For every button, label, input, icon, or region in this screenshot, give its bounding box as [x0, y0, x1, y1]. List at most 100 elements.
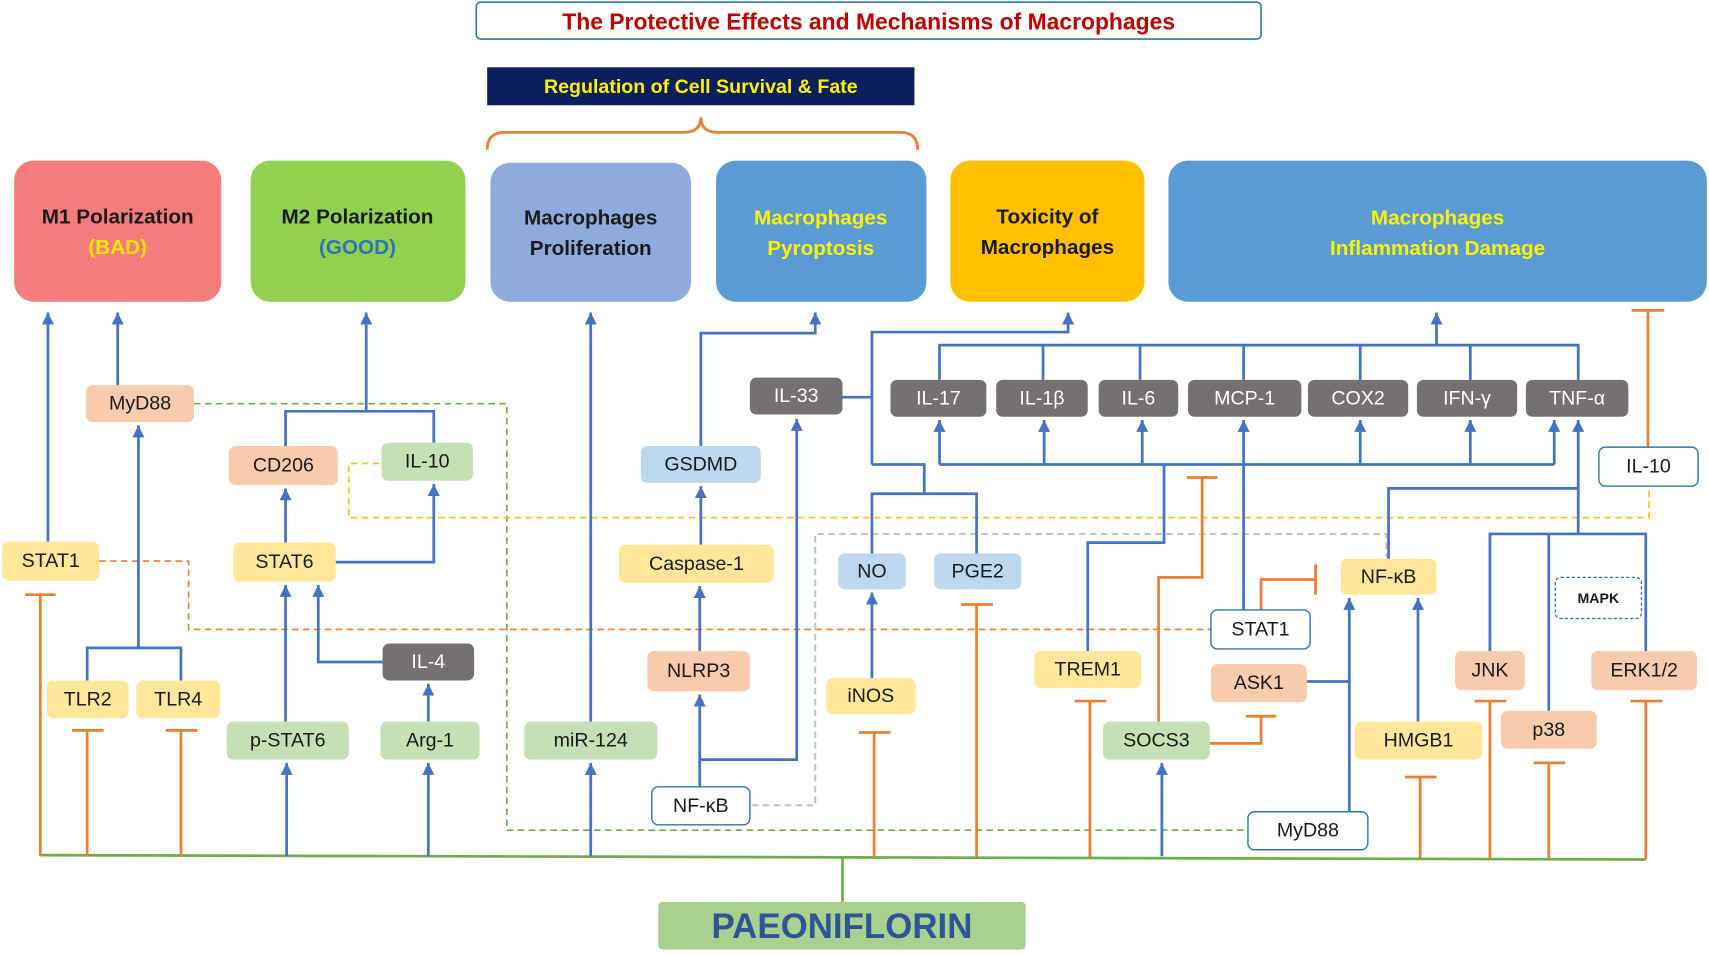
- link-nfkb-to-tnfa: [1387, 486, 1579, 559]
- node-tlr4: TLR4: [136, 680, 221, 719]
- arrow-tlr-to-myd88: [85, 425, 183, 681]
- node-label: IFN-γ: [1443, 387, 1491, 409]
- node-label: STAT1: [1231, 618, 1289, 640]
- node-cd206: CD206: [228, 446, 338, 486]
- node-label: TREM1: [1055, 659, 1121, 681]
- inhibit-socs3-on-ask1: [1209, 714, 1277, 745]
- node-stat1-left: STAT1: [2, 541, 100, 581]
- inhibit-stat1-on-nfkb: [1259, 564, 1317, 610]
- dashed-il10-link: [347, 462, 1650, 519]
- dashed-myd88-link: [194, 402, 1248, 832]
- node-label: IL-10: [405, 451, 450, 473]
- node-stat6: STAT6: [233, 542, 336, 582]
- title-box: The Protective Effects and Mechanisms of…: [475, 1, 1262, 40]
- inhibit-hmgb1: [1404, 775, 1437, 859]
- node-il4: IL-4: [382, 643, 475, 681]
- outcome-label: Macrophages: [1371, 207, 1504, 230]
- regulation-bracket: [485, 117, 920, 150]
- node-label: p-STAT6: [250, 730, 326, 752]
- node-il1b: IL-1β: [996, 379, 1088, 417]
- node-il10-green: IL-10: [381, 442, 474, 481]
- node-label: TLR2: [64, 688, 112, 710]
- inhibit-trem1: [1074, 699, 1107, 858]
- arrow-gsdmd-to-pyroptosis: [699, 312, 822, 447]
- node-nlrp3: NLRP3: [647, 651, 750, 692]
- node-trem1: TREM1: [1034, 651, 1142, 689]
- node-myd88-bottom: MyD88: [1247, 811, 1369, 851]
- node-label: MAPK: [1578, 590, 1620, 606]
- outcome-pyroptosis: Macrophages Pyroptosis: [716, 160, 927, 302]
- node-label: HMGB1: [1384, 730, 1454, 752]
- node-label: NO: [857, 560, 886, 582]
- node-il17: IL-17: [890, 379, 987, 417]
- node-nfkb-bottom: NF-κB: [651, 786, 751, 826]
- node-label: NF-κB: [673, 795, 729, 817]
- arrow-cytokines-to-inflammation: [938, 313, 1580, 380]
- arrow-il33-to-toxicity: [842, 313, 1069, 465]
- node-label: SOCS3: [1123, 730, 1190, 752]
- regulation-label: Regulation of Cell Survival & Fate: [544, 76, 858, 98]
- inhibit-socs3-on-cytokines: [1157, 476, 1218, 722]
- node-il6: IL-6: [1098, 379, 1179, 417]
- outcome-label: M1 Polarization: [42, 206, 194, 229]
- node-label: miR-124: [554, 730, 628, 752]
- arrow-mapk-to-tnfa: [1488, 420, 1648, 711]
- drug-label: PAEONIFLORIN: [712, 907, 973, 946]
- node-jnk: JNK: [1455, 651, 1525, 691]
- node-label: IL-1β: [1019, 387, 1064, 409]
- outcome-sublabel: (BAD): [88, 236, 147, 259]
- inhibit-stat1: [25, 593, 56, 857]
- outcome-sublabel: Macrophages: [981, 236, 1114, 259]
- node-stat1-white: STAT1: [1210, 609, 1311, 650]
- node-label: p38: [1532, 719, 1565, 741]
- arrow-markers-to-m2: [284, 313, 436, 447]
- node-erk12: ERK1/2: [1591, 651, 1698, 691]
- node-arg1: Arg-1: [380, 721, 480, 760]
- node-cox2: COX2: [1307, 379, 1409, 417]
- outcome-inflammation-damage: Macrophages Inflammation Damage: [1168, 160, 1707, 302]
- outcome-sublabel: (GOOD): [319, 236, 396, 259]
- outcome-m2-polarization: M2 Polarization (GOOD): [250, 160, 466, 302]
- node-label: COX2: [1331, 387, 1384, 409]
- node-label: CD206: [253, 455, 314, 477]
- inhibit-inos: [858, 731, 891, 858]
- node-nfkb-right: NF-κB: [1340, 558, 1437, 595]
- arrow-myd88-ask1-to-nfkb: [1306, 598, 1350, 812]
- outcome-label: Toxicity of: [996, 206, 1098, 229]
- outcome-sublabel: Proliferation: [530, 237, 652, 260]
- node-label: NF-κB: [1361, 566, 1417, 588]
- node-no: NO: [838, 553, 906, 590]
- link-trem1-to-bus: [1086, 464, 1166, 652]
- node-label: JNK: [1471, 660, 1508, 682]
- node-label: IL-17: [916, 387, 961, 409]
- inhibit-tlr4: [165, 729, 198, 857]
- node-label: PGE2: [952, 560, 1004, 582]
- inhibit-pge2: [961, 603, 993, 858]
- arrow-il4-to-stat6: [312, 584, 383, 664]
- arrow-nfkb-to-il33: [699, 418, 803, 762]
- node-ifng: IFN-γ: [1416, 379, 1518, 417]
- outcome-label: M2 Polarization: [282, 206, 434, 229]
- node-myd88-top: MyD88: [86, 385, 195, 423]
- node-ask1: ASK1: [1210, 664, 1307, 703]
- node-hmgb1: HMGB1: [1354, 721, 1483, 760]
- node-label: IL-10: [1626, 456, 1671, 478]
- node-label: MyD88: [1277, 820, 1339, 842]
- node-tnfa: TNF-α: [1525, 379, 1629, 417]
- drug-box-paeoniflorin: PAEONIFLORIN: [658, 901, 1026, 950]
- inhibit-erk12: [1630, 699, 1663, 860]
- node-mcp1: MCP-1: [1188, 379, 1302, 417]
- node-label: Caspase-1: [649, 553, 744, 575]
- node-inos: iNOS: [826, 678, 916, 715]
- node-label: GSDMD: [664, 454, 737, 476]
- node-label: IL-4: [411, 651, 445, 673]
- inhibit-jnk: [1474, 699, 1507, 859]
- page-title: The Protective Effects and Mechanisms of…: [562, 9, 1175, 35]
- arrow-stat6-to-il10: [335, 484, 440, 564]
- node-label: ERK1/2: [1610, 660, 1678, 682]
- inhibit-il10-on-inflammation: [1631, 309, 1665, 448]
- outcome-sublabel: Inflammation Damage: [1330, 237, 1545, 260]
- link-no-pge2-branch: [870, 463, 978, 554]
- outcome-proliferation: Macrophages Proliferation: [490, 162, 692, 302]
- node-label: IL-6: [1122, 387, 1156, 409]
